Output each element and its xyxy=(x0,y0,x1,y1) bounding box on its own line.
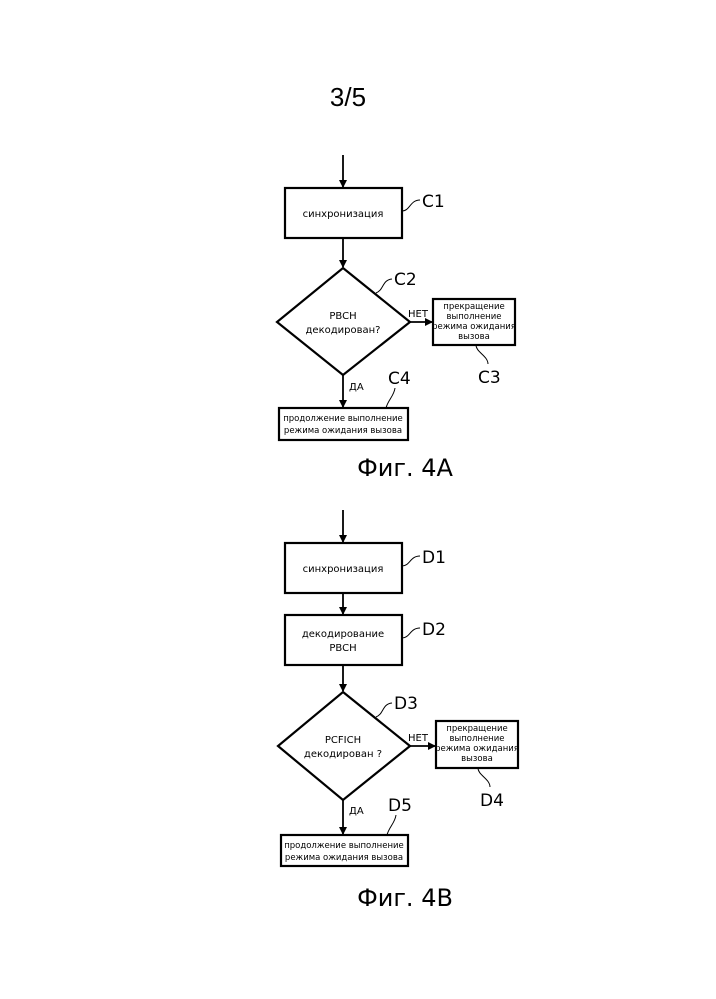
step-c3-line3: режима ожидания xyxy=(432,322,516,332)
d2-leader xyxy=(402,628,420,638)
step-d5-line1: продолжение выполнение xyxy=(284,841,404,851)
figure-4b-caption: Фиг. 4В xyxy=(357,884,453,912)
step-d1-text: синхронизация xyxy=(303,564,384,575)
step-d4-line1: прекращение xyxy=(446,724,507,734)
c4-leader xyxy=(386,388,395,408)
no-label: НЕТ xyxy=(408,733,429,744)
decision-c2-line2: декодирован? xyxy=(306,325,381,336)
step-c4-line1: продолжение выполнение xyxy=(283,414,403,424)
step-d2-line1: декодирование xyxy=(302,629,384,640)
c4-label: C4 xyxy=(388,369,411,389)
step-c4-line2: режима ожидания вызова xyxy=(284,426,402,436)
step-d5-line2: режима ожидания вызова xyxy=(285,853,403,863)
step-c3-line4: вызова xyxy=(458,332,490,342)
d4-leader xyxy=(478,768,490,787)
step-d4-line3: режима ожидания xyxy=(435,744,519,754)
figure-4a: синхронизация C1 PBCH декодирован? C2 НЕ… xyxy=(277,155,516,482)
step-d4-line2: выполнение xyxy=(449,734,504,744)
step-d4-line4: вызова xyxy=(461,754,493,764)
yes-label: ДА xyxy=(349,382,364,393)
decision-c2-line1: PBCH xyxy=(329,311,356,322)
no-label: НЕТ xyxy=(408,309,429,320)
d3-leader xyxy=(376,703,392,717)
decision-d3-diamond xyxy=(278,692,410,800)
step-c3-line2: выполнение xyxy=(446,312,501,322)
decision-d3-line1: PCFICH xyxy=(325,735,361,746)
step-d2-line2: PBCH xyxy=(329,643,356,654)
c2-leader xyxy=(376,279,392,293)
step-c1-text: синхронизация xyxy=(303,209,384,220)
decision-d3-line2: декодирован ? xyxy=(304,749,382,760)
c1-label: C1 xyxy=(422,192,445,212)
step-d2-box xyxy=(285,615,402,665)
figure-4b: синхронизация D1 декодирование PBCH D2 P… xyxy=(278,510,519,912)
d1-label: D1 xyxy=(422,548,446,568)
yes-label: ДА xyxy=(349,806,364,817)
step-c3-line1: прекращение xyxy=(443,302,504,312)
d4-label: D4 xyxy=(480,791,504,811)
d5-leader xyxy=(387,815,396,835)
page-number: 3/5 xyxy=(330,82,366,112)
c3-leader xyxy=(476,345,488,364)
c3-label: C3 xyxy=(478,368,501,388)
c2-label: C2 xyxy=(394,270,417,290)
d2-label: D2 xyxy=(422,620,446,640)
d5-label: D5 xyxy=(388,796,412,816)
d1-leader xyxy=(402,556,420,566)
figure-4a-caption: Фиг. 4А xyxy=(357,454,453,482)
c1-leader xyxy=(402,200,420,211)
d3-label: D3 xyxy=(394,694,418,714)
